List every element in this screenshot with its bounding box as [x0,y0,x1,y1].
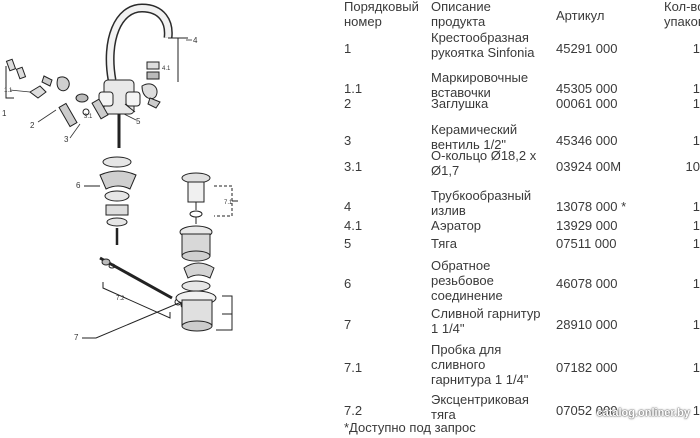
row-article: 46078 000 [556,276,618,291]
header-number-line1: Порядковый [344,0,419,14]
row-description-line: Пробка для [431,342,502,357]
row-article: 13078 000 * [556,199,627,214]
row-number: 4.1 [344,218,363,233]
row-quantity: 1 [692,403,700,418]
exploded-parts-diagram: 1 1.1 2 3 3.1 4 4.1 5 6 7 7.1 7.2 [0,0,340,438]
footnote: *Доступно под запрос [344,420,476,435]
row-number: 4 [344,199,352,214]
row-quantity: 1 [692,41,700,56]
row-quantity: 1 [692,236,700,251]
faucet-exploded-view: 1 1.1 2 3 3.1 4 4.1 5 6 7 7.1 7.2 [2,3,238,342]
callout-1: 1 [2,109,7,118]
callout-7-2: 7.2 [116,296,125,302]
callout-5: 5 [136,117,141,126]
row-article: 07052 000 [556,403,618,418]
header-article: Артикул [556,8,605,23]
row-description-line: Заглушка [431,96,489,111]
row-description-line: гарнитура 1 1/4" [431,372,529,387]
row-description-line: излив [431,203,466,218]
row-quantity: 1 [692,317,700,332]
row-description-line: тяга [431,407,456,422]
row-article: 45291 000 [556,41,618,56]
callout-7: 7 [74,333,79,342]
row-description-line: Ø1,7 [431,163,460,178]
row-description-line: Обратное [431,258,491,273]
callout-7-1: 7.1 [224,200,233,206]
row-number: 6 [344,276,352,291]
row-number: 7.2 [344,403,363,418]
row-article: 00061 000 [556,96,618,111]
header-description-line1: Описание [431,0,491,14]
row-description-line: Аэратор [431,218,482,233]
row-number: 7.1 [344,360,363,375]
row-description-line: вентиль 1/2" [431,137,507,152]
header-quantity-line1: Кол-во в [664,0,700,14]
header-number-line2: номер [344,14,382,29]
row-description-line: Сливной гарнитур [431,306,541,321]
row-number: 2 [344,96,352,111]
header-quantity-line2: упаковке [664,14,700,29]
row-article: 03924 00M [556,159,622,174]
callout-3: 3 [64,135,69,144]
row-description-line: Крестообразная [431,30,529,45]
row-description-line: Маркировочные [431,70,529,85]
row-quantity: 1 [692,96,700,111]
row-number: 3 [344,133,352,148]
callout-3-1: 3.1 [84,114,93,120]
row-quantity: 1 [692,81,700,96]
spare-parts-table: Порядковый номер Описание продукта Артик… [344,0,700,438]
row-quantity: 1 [692,133,700,148]
row-description-line: сливного [431,357,486,372]
row-description-line: соединение [431,288,503,303]
row-article: 07511 000 [556,236,617,251]
row-description-line: 1 1/4" [431,321,465,336]
row-quantity: 1 [692,199,700,214]
row-number: 1 [344,41,352,56]
callout-2: 2 [30,121,35,130]
row-description-line: Трубкообразный [431,188,532,203]
row-description-line: Тяга [431,236,457,251]
row-number: 1.1 [344,81,363,96]
row-quantity: 1 [692,360,700,375]
row-description-line: Керамический [431,122,518,137]
callout-6: 6 [76,181,81,190]
row-article: 45305 000 [556,81,618,96]
row-quantity: 1 [692,218,700,233]
row-quantity: 1 [692,276,700,291]
row-article: 28910 000 [556,317,618,332]
row-description-line: рукоятка Sinfonia [431,45,535,60]
header-description-line2: продукта [431,14,486,29]
row-description-line: Эксцентриковая [431,392,529,407]
row-number: 7 [344,317,352,332]
row-description-line: вставочки [431,85,491,100]
watermark: catalog.onliner.by [596,407,690,419]
callout-1-1: 1.1 [4,88,13,94]
row-description-line: О-кольцо Ø18,2 x [431,148,537,163]
row-quantity: 10 [685,159,700,174]
row-description-line: резьбовое [431,273,494,288]
row-article: 07182 000 [556,360,618,375]
row-number: 3.1 [344,159,363,174]
row-number: 5 [344,236,352,251]
callout-4: 4 [193,36,198,45]
row-article: 45346 000 [556,133,618,148]
row-article: 13929 000 [556,218,618,233]
callout-4-1: 4.1 [162,66,171,72]
